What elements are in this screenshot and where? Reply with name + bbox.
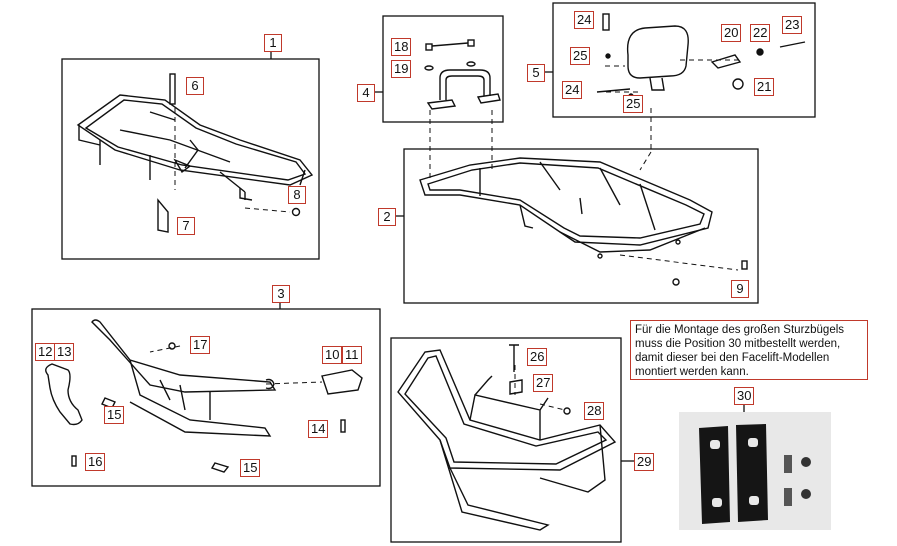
- part-label-11: 11: [342, 346, 362, 364]
- group-label-29: 29: [634, 453, 655, 471]
- group-label-3: 3: [272, 285, 290, 303]
- part-label-27: 27: [533, 374, 554, 392]
- group-label-4: 4: [357, 84, 375, 102]
- part-label-21: 21: [754, 78, 775, 96]
- group-label-2: 2: [378, 208, 396, 226]
- note-line-2: muss die Position 30 mitbestellt werden,: [635, 338, 841, 350]
- part-label-7: 7: [177, 217, 195, 235]
- part-label-18: 18: [391, 38, 412, 56]
- assembly-box-4: [382, 15, 504, 123]
- grab-handle-4: [424, 39, 501, 110]
- part-label-22: 22: [750, 24, 771, 42]
- part-label-25a: 25: [570, 47, 591, 65]
- part-label-24b: 24: [562, 81, 583, 99]
- note-line-4: montiert werden kann.: [635, 366, 749, 378]
- part-label-19: 19: [391, 60, 412, 78]
- main-rack-2: [419, 157, 748, 286]
- part-label-15b: 15: [240, 459, 261, 477]
- rear-rack-1: [76, 73, 314, 233]
- assembly-box-29: [390, 337, 622, 543]
- part-label-9: 9: [731, 280, 749, 298]
- backrest-5: [596, 13, 806, 99]
- part-label-24a: 24: [574, 11, 595, 29]
- part-label-23: 23: [782, 16, 803, 34]
- part-label-17: 17: [190, 336, 211, 354]
- part-label-13: 13: [54, 343, 75, 361]
- mounting-kit-photo-30: [679, 412, 831, 530]
- group-label-30: 30: [734, 387, 755, 405]
- group-label-1: 1: [264, 34, 282, 52]
- assembly-box-5: [552, 2, 816, 118]
- part-label-6: 6: [186, 77, 204, 95]
- part-label-14: 14: [308, 420, 329, 438]
- note-line-1: Für die Montage des großen Sturzbügels: [635, 324, 845, 336]
- part-label-28: 28: [584, 402, 605, 420]
- note-line-3: damit dieser bei den Facelift-Modellen: [635, 352, 830, 364]
- part-label-26: 26: [527, 348, 548, 366]
- part-label-20: 20: [721, 24, 742, 42]
- part-label-15a: 15: [104, 406, 125, 424]
- crash-bar-3: [45, 319, 363, 473]
- part-label-16: 16: [85, 453, 106, 471]
- assembly-box-1: [61, 58, 320, 260]
- front-bumper-29: [397, 344, 617, 531]
- part-label-25b: 25: [623, 95, 644, 113]
- part-label-8: 8: [288, 186, 306, 204]
- part-label-12: 12: [35, 343, 56, 361]
- group-label-5: 5: [527, 64, 545, 82]
- part-label-10: 10: [322, 346, 343, 364]
- assembly-box-2: [403, 148, 759, 304]
- assembly-box-3: [31, 308, 381, 487]
- mounting-note: Für die Montage des großen Sturzbügels m…: [630, 320, 868, 380]
